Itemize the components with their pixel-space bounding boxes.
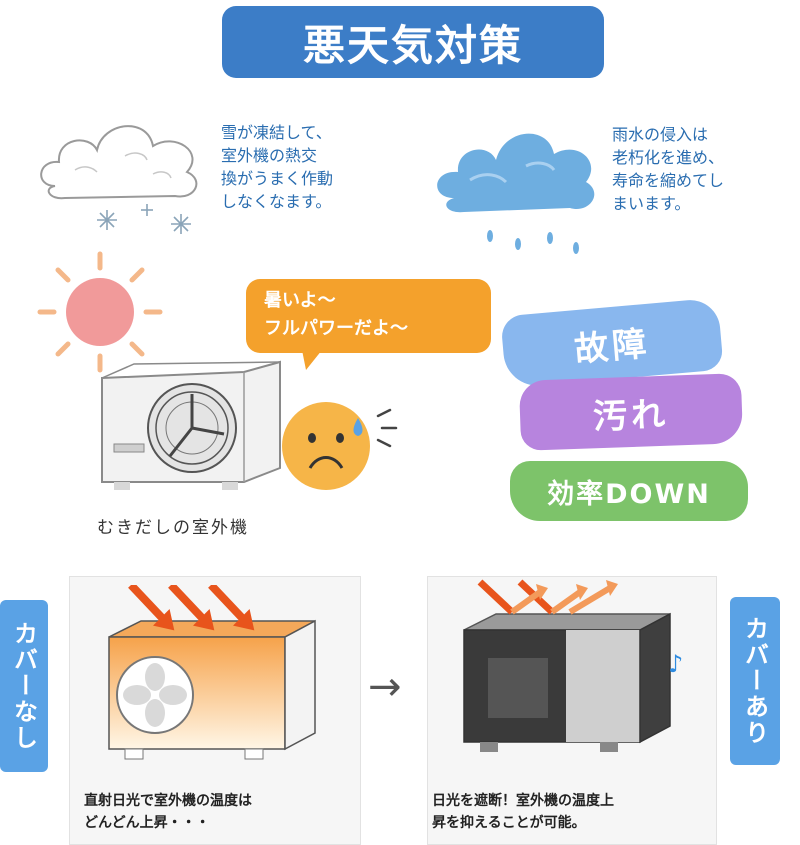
sad-face-icon [282, 402, 398, 490]
snowflake-icon [97, 204, 191, 234]
music-note-icon: ♪ [668, 650, 684, 678]
snow-note: 雪が凍結して、 室外機の熱交 換がうまく作動 しなくなます。 [221, 123, 334, 211]
no-cover-text: 直射日光で室外機の温度は どんどん上昇・・・ [84, 793, 252, 831]
efficiency-down-tag: 効率DOWN [510, 461, 748, 521]
outdoor-unit-icon [101, 360, 281, 490]
rain-note: 雨水の侵入は 老朽化を進め、 寿命を縮めてし まいます。 [612, 125, 725, 213]
arrow-right-icon: → [368, 664, 402, 710]
bubble-tail-icon [302, 350, 322, 370]
no-cover-label: カバーなし [0, 600, 48, 772]
sun-icon [37, 251, 163, 373]
dirt-tag: 汚れ [518, 373, 744, 451]
speech-bubble: 暑いよ～ フルパワーだよ～ [246, 279, 491, 353]
outdoor-unit-caption: むきだしの室外機 [97, 518, 249, 538]
with-cover-text: 日光を遮断！室外機の温度上 昇を抑えることが可能。 [432, 793, 614, 831]
rain-cloud-icon [437, 133, 595, 254]
page-title: 悪天気対策 [222, 6, 604, 78]
hot-unit-illustration [108, 585, 316, 760]
with-cover-label: カバーあり [730, 597, 780, 765]
covered-unit-illustration [463, 579, 671, 752]
snow-cloud-icon [40, 125, 198, 234]
